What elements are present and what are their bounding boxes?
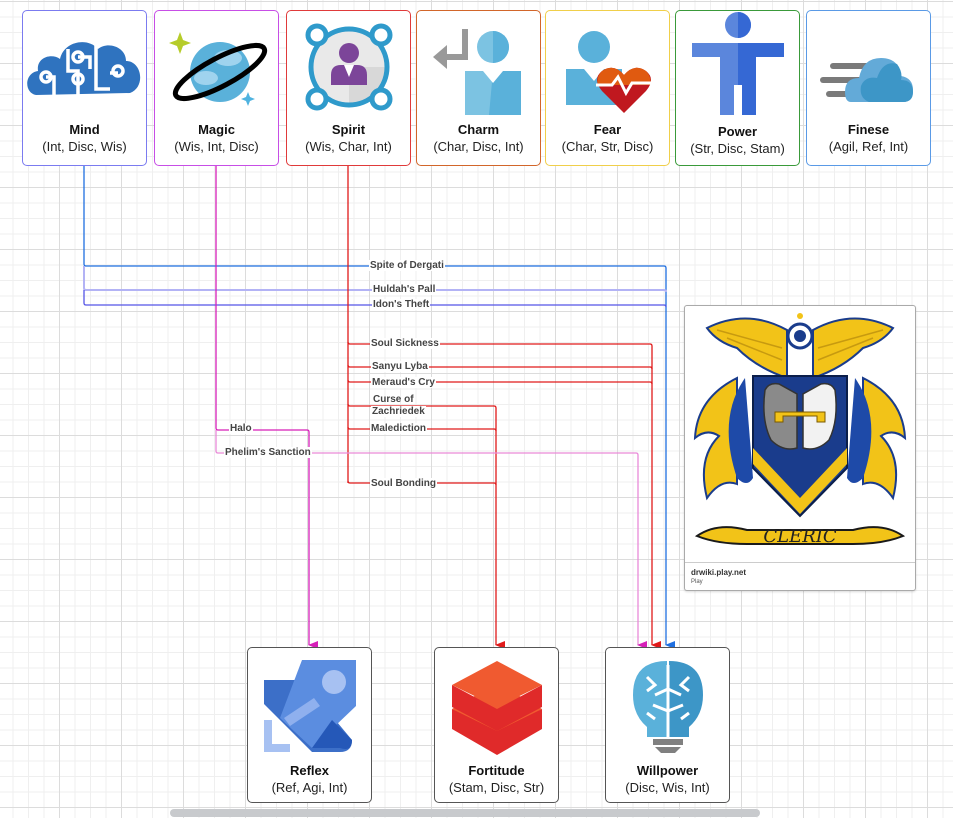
person-heartbeat-icon	[546, 17, 669, 117]
node-stats: (Wis, Int, Disc)	[174, 139, 259, 154]
person-network-icon	[287, 17, 410, 117]
edge-label-sanyu-lyba: Sanyu Lyba	[371, 361, 429, 372]
node-fear[interactable]: Fear (Char, Str, Disc)	[545, 10, 670, 166]
cleric-crest-image: CLERIC	[687, 308, 913, 560]
link-preview-card[interactable]: CLERIC drwiki.play.net Play	[684, 305, 916, 591]
card-domain: drwiki.play.net	[691, 568, 746, 577]
edge-label-halo: Halo	[229, 423, 253, 434]
edge-huldahs-pall[interactable]	[83, 266, 667, 293]
edge-idons-theft[interactable]	[83, 290, 667, 308]
edge-merauds-cry[interactable]	[347, 379, 653, 385]
node-title: Magic	[198, 122, 235, 137]
node-stats: (Stam, Disc, Str)	[448, 780, 545, 795]
node-magic[interactable]: Magic (Wis, Int, Disc)	[154, 10, 279, 166]
edge-label-curse-of-zachriedek-2: Zachriedek	[371, 406, 426, 417]
edge-label-curse-of-zachriedek-1: Curse of	[373, 394, 414, 405]
person-return-icon	[417, 17, 540, 117]
edge-halo[interactable]	[215, 166, 318, 649]
node-fortitude[interactable]: Fortitude (Stam, Disc, Str)	[434, 647, 559, 803]
node-title: Fortitude	[468, 763, 525, 778]
edge-label-spite-of-dergati: Spite of Dergati	[369, 260, 445, 271]
node-stats: (Char, Disc, Int)	[433, 139, 524, 154]
edge-label-malediction: Malediction	[370, 423, 428, 434]
node-title: Finese	[847, 122, 890, 137]
brain-circuit-cloud-icon	[23, 17, 146, 117]
brain-bulb-icon	[606, 658, 729, 758]
node-title: Fear	[593, 122, 622, 137]
edge-sanyu-lyba[interactable]	[347, 364, 653, 370]
card-caption: Play	[691, 579, 703, 585]
standing-figure-icon	[676, 12, 799, 115]
node-finese[interactable]: Finese (Agil, Ref, Int)	[806, 10, 931, 166]
edge-label-huldahs-pall: Huldah's Pall	[372, 284, 437, 295]
edge-label-soul-sickness: Soul Sickness	[370, 338, 440, 349]
node-stats: (Str, Disc, Stam)	[690, 141, 785, 156]
edge-label-soul-bonding: Soul Bonding	[370, 478, 437, 489]
node-mind[interactable]: Mind (Int, Disc, Wis)	[22, 10, 147, 166]
rocket-icon	[248, 658, 371, 758]
planet-ring-icon	[155, 17, 278, 117]
node-stats: (Char, Str, Disc)	[561, 139, 654, 154]
node-title: Reflex	[289, 763, 330, 778]
edge-curse-of-zachriedek[interactable]	[347, 403, 505, 649]
node-title: Power	[717, 124, 757, 139]
edge-phelims-sanction[interactable]	[215, 430, 647, 649]
node-title: Charm	[457, 122, 500, 137]
node-stats: (Int, Disc, Wis)	[42, 139, 127, 154]
edge-label-merauds-cry: Meraud's Cry	[371, 377, 436, 388]
card-divider	[685, 562, 915, 563]
layers-icon	[435, 658, 558, 758]
crest-banner-text: CLERIC	[763, 526, 837, 547]
node-stats: (Ref, Agi, Int)	[271, 780, 348, 795]
node-stats: (Agil, Ref, Int)	[828, 139, 909, 154]
edge-soul-sickness[interactable]	[347, 341, 661, 649]
node-title: Spirit	[331, 122, 366, 137]
node-title: Willpower	[636, 763, 699, 778]
horizontal-scrollbar[interactable]	[170, 809, 760, 817]
node-willpower[interactable]: Willpower (Disc, Wis, Int)	[605, 647, 730, 803]
node-reflex[interactable]: Reflex (Ref, Agi, Int)	[247, 647, 372, 803]
node-stats: (Wis, Char, Int)	[305, 139, 392, 154]
edge-label-phelims-sanction: Phelim's Sanction	[224, 447, 312, 458]
node-power[interactable]: Power (Str, Disc, Stam)	[675, 10, 800, 166]
node-stats: (Disc, Wis, Int)	[625, 780, 710, 795]
edge-label-idons-theft: Idon's Theft	[372, 299, 431, 310]
node-charm[interactable]: Charm (Char, Disc, Int)	[416, 10, 541, 166]
speed-cloud-icon	[807, 17, 930, 117]
node-title: Mind	[69, 122, 100, 137]
node-spirit[interactable]: Spirit (Wis, Char, Int)	[286, 10, 411, 166]
